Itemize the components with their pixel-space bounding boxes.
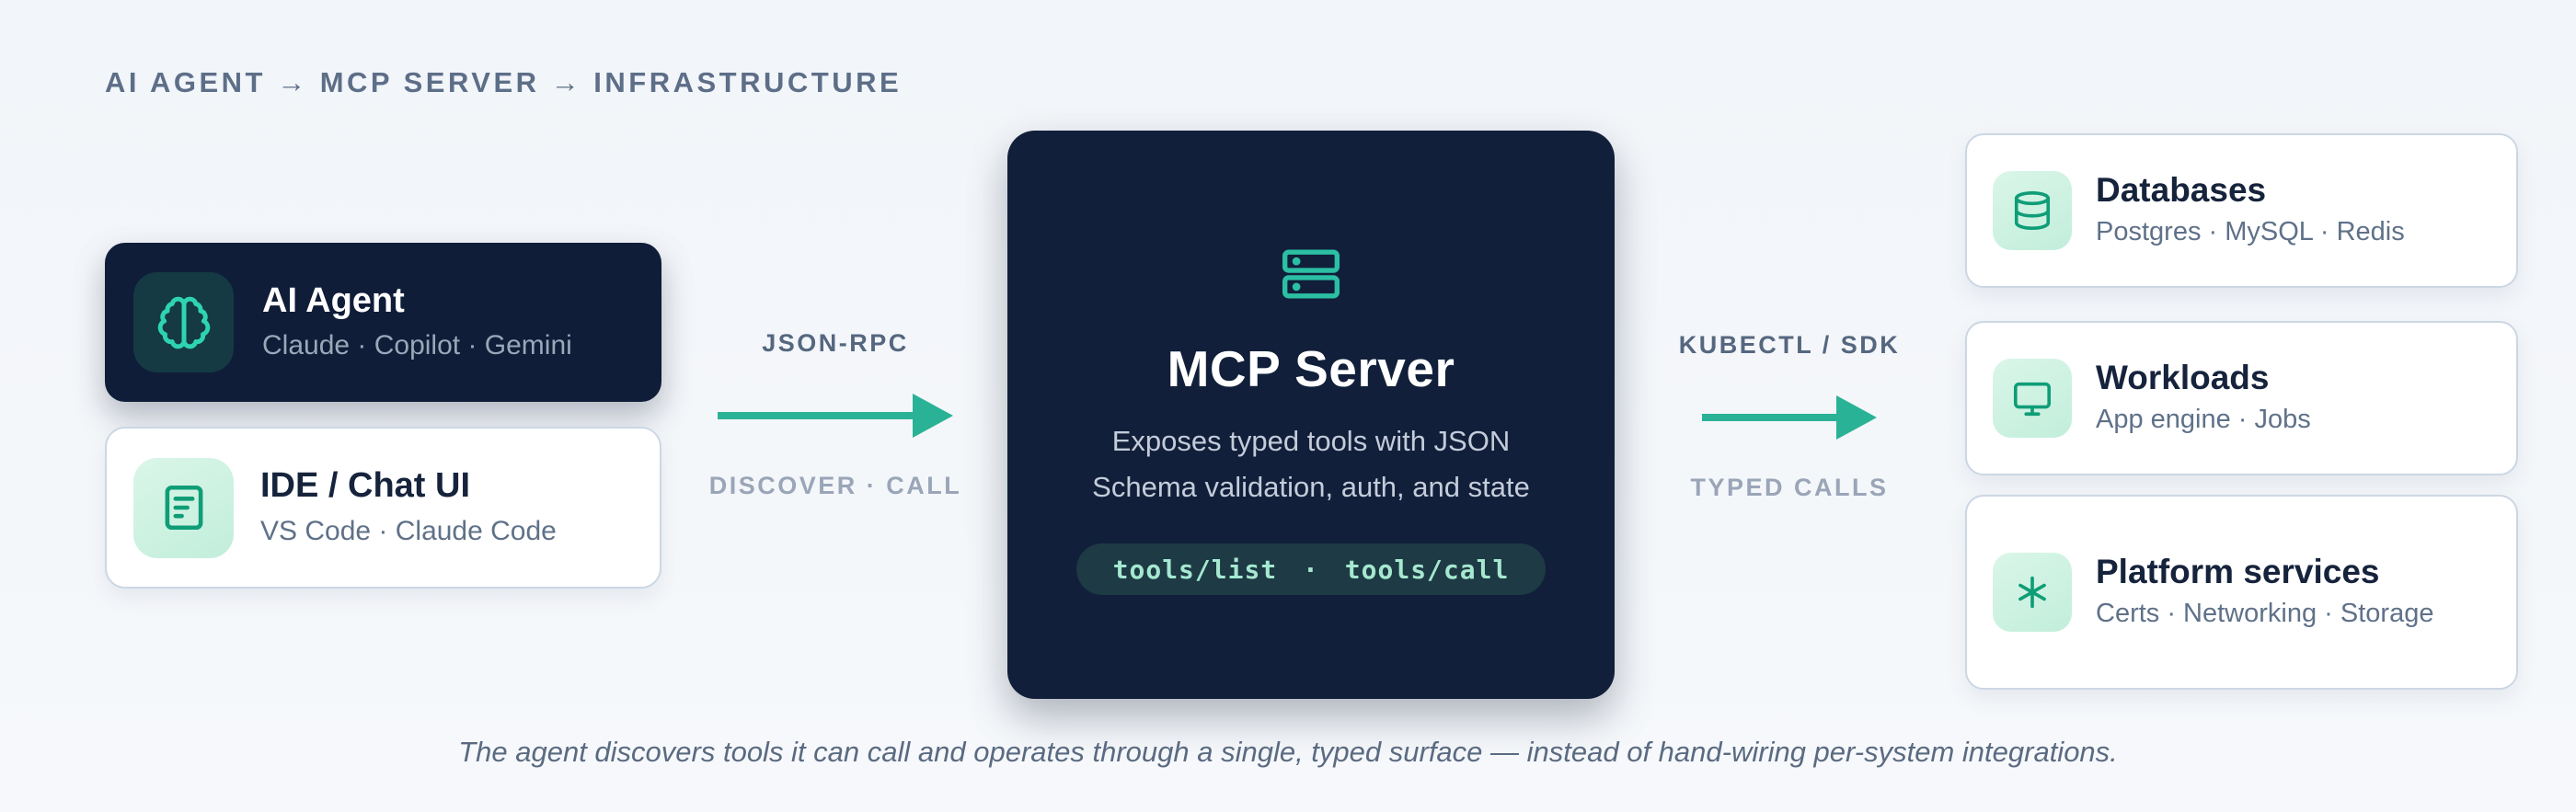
ai-agent-text: AI Agent Claude · Copilot · Gemini [262, 281, 572, 364]
monitor-icon [2011, 377, 2053, 419]
ide-title: IDE / Chat UI [260, 466, 471, 506]
mcp-tools-badge: tools/list · tools/call [1075, 543, 1547, 595]
diagram-breadcrumb-title: AI AGENT → MCP SERVER → INFRASTRUCTURE [105, 66, 903, 98]
ai-agent-subtitle: Claude · Copilot · Gemini [262, 330, 572, 361]
ai-agent-card: AI Agent Claude · Copilot · Gemini [105, 243, 661, 402]
connector-json-rpc-label: JSON-RPC [762, 329, 909, 357]
ide-subtitle: VS Code · Claude Code [260, 515, 557, 546]
mcp-server-title: MCP Server [1167, 340, 1455, 397]
ai-agent-icon-tile [133, 272, 234, 372]
arrow-head [1836, 395, 1877, 440]
server-icon [1280, 243, 1342, 310]
ide-text: IDE / Chat UI VS Code · Claude Code [260, 466, 557, 549]
connector-json-rpc: JSON-RPC DISCOVER · CALL [709, 329, 960, 500]
workloads-icon-tile [1993, 359, 2072, 438]
connector-kubectl-sdk-sublabel: TYPED CALLS [1690, 474, 1889, 501]
platform-services-text: Platform services Certs · Networking · S… [2096, 553, 2433, 631]
connector-kubectl-sdk: KUBECTL / SDK TYPED CALLS [1669, 331, 1910, 502]
asterisk-icon [2011, 571, 2053, 613]
databases-title: Databases [2096, 171, 2267, 210]
platform-services-subtitle: Certs · Networking · Storage [2096, 598, 2434, 628]
platform-services-title: Platform services [2096, 553, 2380, 591]
mcp-description-line-2: Schema validation, auth, and state [1092, 471, 1530, 503]
right-arrow-icon [1702, 395, 1877, 440]
workloads-card: Workloads App engine · Jobs [1965, 321, 2518, 475]
databases-icon-tile [1993, 171, 2072, 250]
arrow-head [913, 394, 953, 438]
ide-chat-ui-card: IDE / Chat UI VS Code · Claude Code [105, 427, 661, 589]
arrow-line [1702, 414, 1836, 421]
diagram-caption: The agent discovers tools it can call an… [458, 736, 2118, 768]
databases-card: Databases Postgres · MySQL · Redis [1965, 133, 2518, 288]
arrow-line [718, 412, 913, 419]
right-arrow-icon [718, 394, 953, 438]
ide-icon-tile [133, 457, 234, 558]
connector-json-rpc-sublabel: DISCOVER · CALL [708, 472, 962, 499]
document-icon [157, 481, 211, 534]
mcp-description-line-1: Exposes typed tools with JSON [1111, 425, 1511, 457]
databases-subtitle: Postgres · MySQL · Redis [2096, 216, 2405, 246]
mcp-server-card: MCP Server Exposes typed tools with JSON… [1007, 131, 1615, 699]
brain-icon [155, 294, 213, 351]
platform-services-icon-tile [1993, 553, 2072, 632]
mcp-server-description: Exposes typed tools with JSON Schema val… [1092, 418, 1530, 510]
workloads-text: Workloads App engine · Jobs [2096, 359, 2311, 437]
workloads-title: Workloads [2096, 359, 2270, 397]
workloads-subtitle: App engine · Jobs [2096, 404, 2311, 434]
database-icon [2011, 189, 2053, 232]
databases-text: Databases Postgres · MySQL · Redis [2096, 171, 2405, 249]
connector-kubectl-sdk-label: KUBECTL / SDK [1678, 331, 1901, 359]
platform-services-card: Platform services Certs · Networking · S… [1965, 495, 2518, 690]
ai-agent-title: AI Agent [262, 280, 405, 320]
